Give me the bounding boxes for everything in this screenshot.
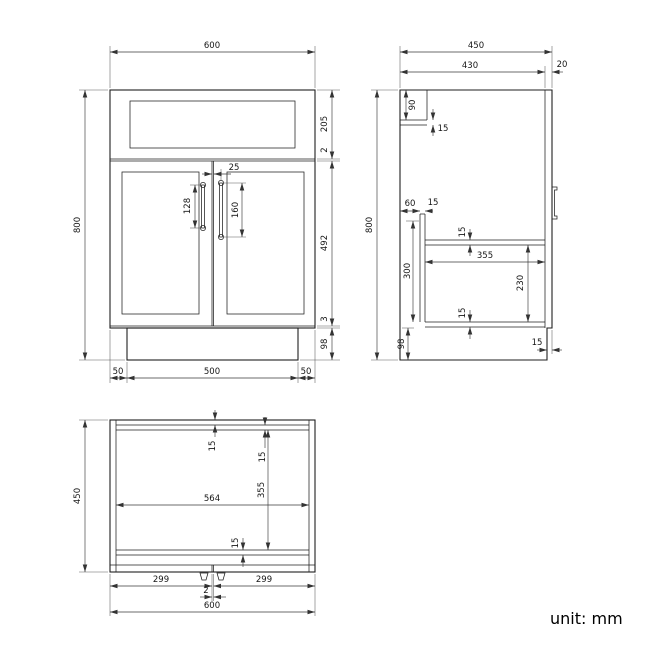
front-dimension-lines	[79, 46, 340, 383]
shelf-thickness-dim-label: 15	[458, 227, 468, 238]
top-gap-dim-label: 2	[320, 147, 330, 152]
back-gap-dim-label: 60	[405, 199, 416, 209]
plinth-width-dim-label: 500	[204, 367, 220, 377]
right-door-panel	[226, 171, 305, 315]
top-left-handle	[199, 572, 209, 581]
left-door-handle	[200, 182, 206, 231]
top-cabinet-outline	[109, 419, 316, 573]
left-door-panel	[121, 171, 200, 315]
body-depth-dim-label: 430	[462, 61, 478, 71]
right-handle-dim-label: 160	[231, 202, 241, 218]
top-depth-dim-label: 450	[73, 488, 83, 504]
front-height-dim-label: 800	[73, 217, 83, 233]
unit-note: unit: mm	[550, 609, 623, 628]
left-handle-dim-label: 128	[183, 198, 193, 214]
drawer-panel	[129, 100, 296, 149]
side-depth-dim-label: 450	[468, 41, 484, 51]
interior-width-dim-label: 564	[204, 494, 220, 504]
handle-offset-dim-label: 25	[229, 163, 240, 173]
side-cabinet-outline	[399, 89, 553, 361]
bottom-thickness-dim-label: 15	[458, 308, 468, 319]
plinth-height-dim-label: 98	[320, 339, 330, 350]
top-width-dim-label: 600	[204, 601, 220, 611]
top-dimension-lines	[79, 410, 316, 616]
side-handle-profile	[552, 186, 558, 220]
top-right-handle	[216, 572, 226, 581]
drawer-height-dim-label: 205	[320, 116, 330, 132]
plinth-inset-right-dim-label: 50	[301, 367, 312, 377]
interior-height-dim-label: 300	[403, 263, 413, 279]
left-door-width-dim-label: 299	[153, 575, 169, 585]
top-back-panel-dim-label: 15	[258, 452, 268, 463]
plinth-inset-left-dim-label: 50	[113, 367, 124, 377]
shelf-depth-dim-label: 355	[477, 251, 493, 261]
front-rail-dim-label: 15	[231, 538, 241, 549]
back-panel-thickness-dim-label: 15	[428, 198, 439, 208]
door-height-dim-label: 492	[320, 235, 330, 251]
front-width-dim-label: 600	[204, 41, 220, 51]
interior-depth-dim-label: 355	[257, 482, 267, 498]
plinth-front	[126, 327, 299, 361]
side-plinth-height-dim-label: 98	[397, 339, 407, 350]
side-height-dim-label: 800	[365, 217, 375, 233]
top-back-height-dim-label: 90	[408, 100, 418, 111]
top-back-thickness-dim-label: 15	[438, 124, 449, 134]
side-view: 450 430 20 800 90 15 60 15 15 355 230 30…	[365, 41, 568, 361]
plinth-recess-dim-label: 15	[532, 338, 543, 348]
top-view: 450 15 15 564 355 15 299 2 299 600	[73, 410, 316, 616]
front-thickness-dim-label: 20	[557, 60, 568, 70]
shelf-to-bottom-dim-label: 230	[516, 275, 526, 291]
door-gap-dim-label: 2	[203, 586, 208, 596]
bottom-gap-dim-label: 3	[320, 316, 330, 321]
side-dimension-lines	[371, 46, 563, 361]
back-offset-dim-label: 15	[208, 441, 218, 452]
right-door-width-dim-label: 299	[256, 575, 272, 585]
front-view: 600 800 205 2 25 128 160 492 3 98 50 500…	[73, 41, 340, 383]
